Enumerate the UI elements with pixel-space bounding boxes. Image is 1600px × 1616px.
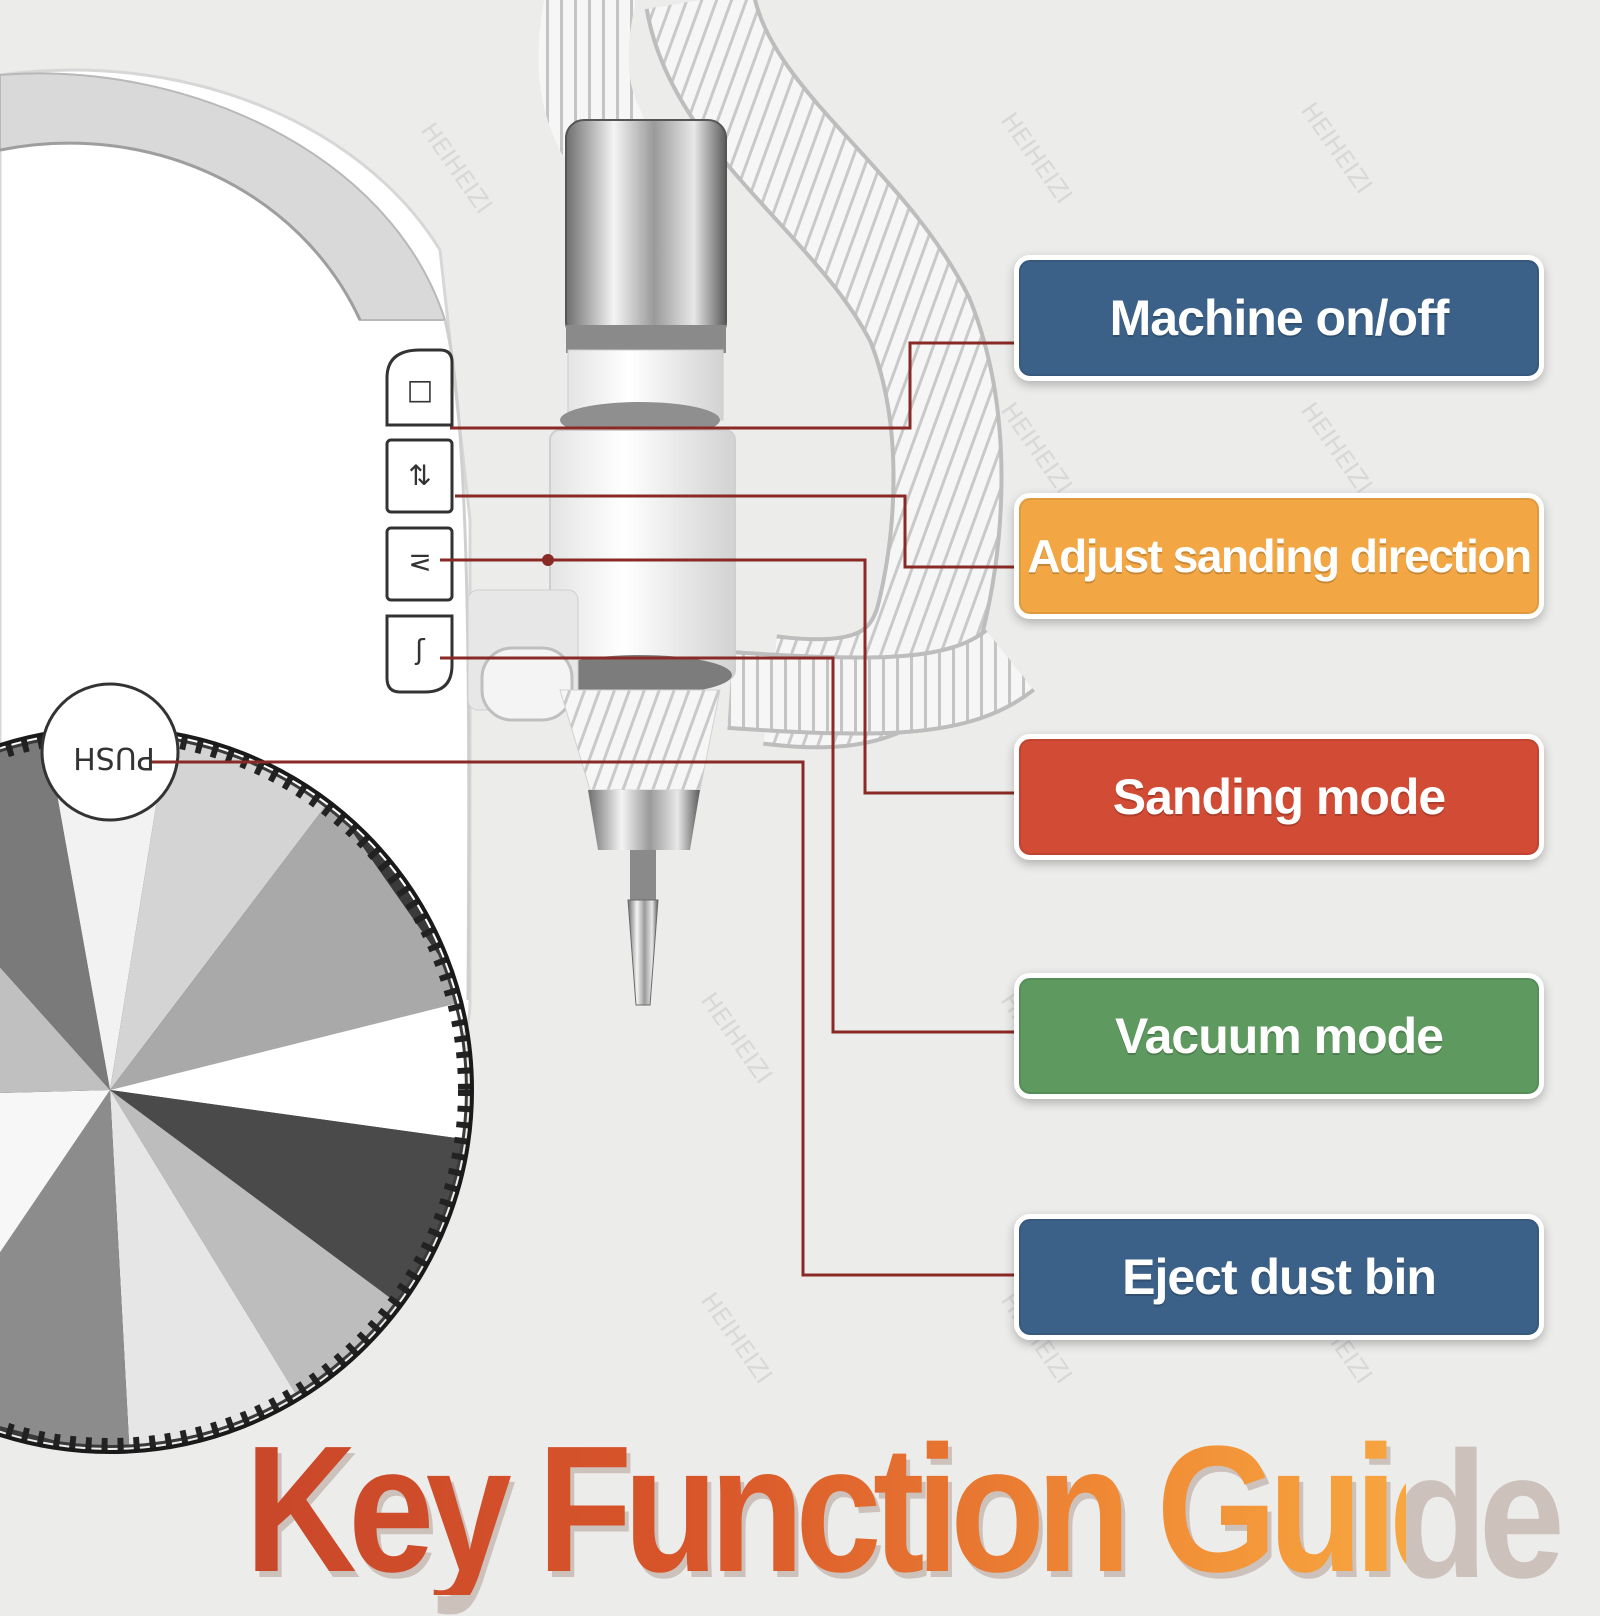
callout-eject-dust-bin: Eject dust bin bbox=[1014, 1214, 1544, 1340]
square-icon[interactable]: □ bbox=[406, 373, 434, 406]
callout-label: Vacuum mode bbox=[1115, 1008, 1444, 1064]
callout-label: Machine on/off bbox=[1109, 290, 1450, 346]
hoses bbox=[538, 0, 1035, 750]
handpiece bbox=[467, 119, 736, 1006]
control-buttons bbox=[385, 348, 454, 694]
page-title-shadow: Key Function Guide bbox=[249, 1426, 1565, 1606]
leader-dot bbox=[542, 554, 554, 566]
push-button[interactable]: PUSH bbox=[73, 740, 155, 775]
callout-sanding-mode: Sanding mode bbox=[1014, 734, 1544, 860]
callout-label: Eject dust bin bbox=[1122, 1249, 1437, 1305]
callout-machine-on-off: Machine on/off bbox=[1014, 255, 1544, 381]
callout-label: Adjust sanding direction bbox=[1027, 530, 1532, 582]
page-title: Key Function Guide bbox=[245, 1409, 1561, 1610]
leader-lines bbox=[150, 341, 1014, 1277]
rotate-arrows-icon[interactable]: ⇅ bbox=[408, 459, 432, 492]
callout-label: Sanding mode bbox=[1112, 769, 1446, 825]
sanding-icon[interactable]: ⋜ bbox=[408, 545, 432, 578]
callout-vacuum-mode: Vacuum mode bbox=[1014, 973, 1544, 1099]
dial-disc bbox=[0, 682, 474, 1454]
callout-adjust-sanding-direction: Adjust sanding direction bbox=[1014, 493, 1544, 619]
vacuum-icon[interactable]: ʃ bbox=[415, 633, 425, 666]
